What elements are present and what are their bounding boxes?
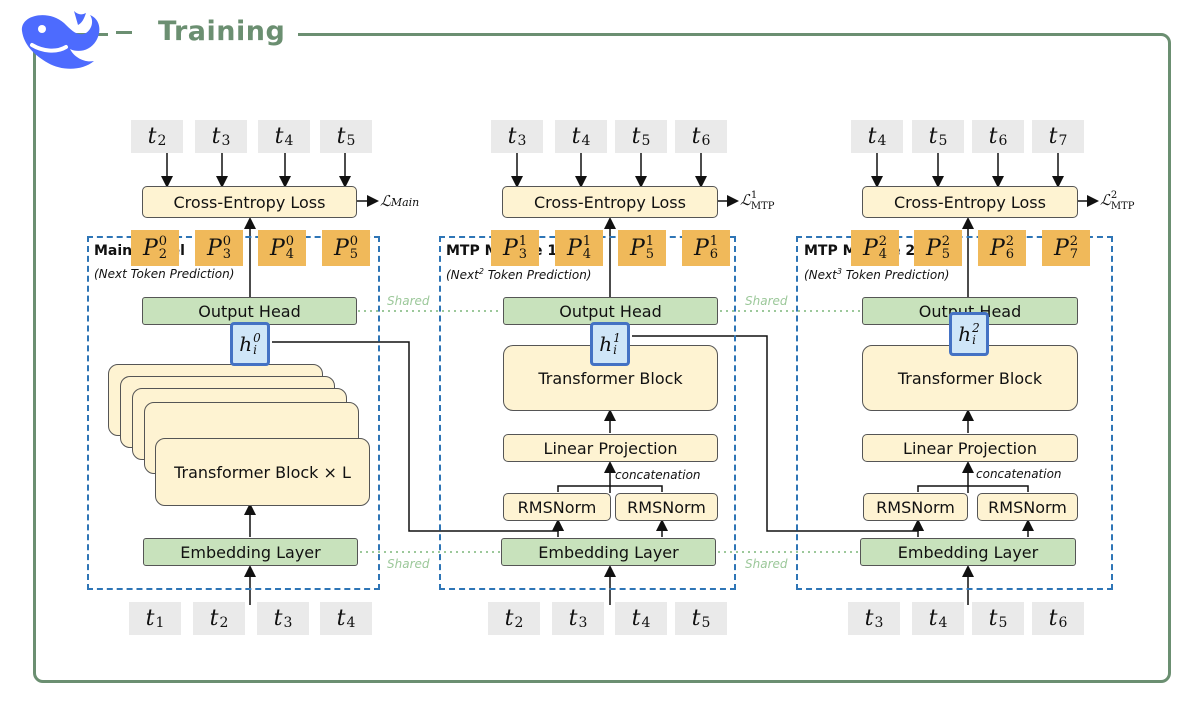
mtp1-rmsnorm-right: RMSNorm [615,493,718,521]
main-transformer-block: Transformer Block × L [155,438,370,506]
mtp2-embedding-layer: Embedding Layer [860,538,1076,566]
main-model-subtitle: (Next Token Prediction) [94,267,235,281]
main-cross-entropy-loss: Cross-Entropy Loss [142,186,357,218]
mtp1-output-head: Output Head [503,297,718,325]
mtp1-linear-projection: Linear Projection [503,434,718,462]
mtp1-concatenation-label: concatenation [615,468,701,482]
main-output-head: Output Head [142,297,357,325]
mtp2-rmsnorm-left: RMSNorm [863,493,968,521]
title-dash [116,31,132,34]
mtp2-module-container [796,236,1113,590]
title-background [108,14,298,54]
mtp1-module-container [439,236,736,590]
training-frame [33,33,1171,683]
shared-label: Shared [387,294,430,308]
mtp1-cross-entropy-loss: Cross-Entropy Loss [502,186,718,218]
mtp1-module-subtitle: (Next2 Token Prediction) [446,267,592,282]
mtp2-module-subtitle: (Next3 Token Prediction) [804,267,950,282]
mtp2-cross-entropy-loss: Cross-Entropy Loss [862,186,1078,218]
mtp2-linear-projection: Linear Projection [862,434,1078,462]
mtp1-rmsnorm-left: RMSNorm [503,493,611,521]
page-title: Training [158,16,286,47]
shared-label: Shared [387,557,430,571]
mtp1-embedding-layer: Embedding Layer [501,538,716,566]
main-loss-label: ℒMain [380,192,420,210]
whale-logo-icon [12,5,108,75]
main-embedding-layer: Embedding Layer [143,538,358,566]
mtp2-transformer-block: Transformer Block [862,345,1078,411]
shared-label: Shared [745,294,788,308]
shared-label: Shared [745,557,788,571]
mtp2-concatenation-label: concatenation [976,467,1062,481]
mtp2-rmsnorm-right: RMSNorm [977,493,1078,521]
